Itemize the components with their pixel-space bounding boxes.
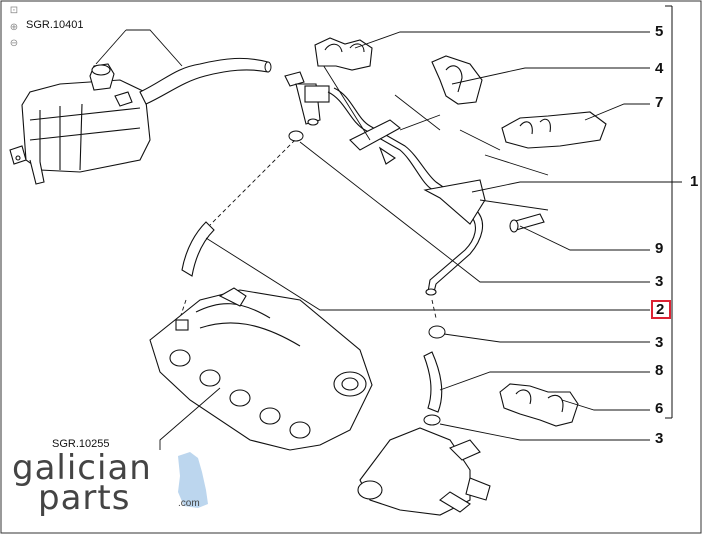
union-fitting bbox=[284, 71, 330, 126]
zoom-out-icon[interactable]: ⊖ bbox=[9, 38, 19, 49]
intake-manifold bbox=[149, 287, 373, 451]
fit-page-icon[interactable]: ⊡ bbox=[9, 5, 19, 16]
zoom-in-icon[interactable]: ⊕ bbox=[9, 22, 19, 33]
galicianparts-logo: galician parts .com bbox=[12, 448, 222, 522]
assembly-axis-left bbox=[209, 139, 296, 226]
callout-8[interactable]: 8 bbox=[655, 362, 664, 379]
group-bracket-ends bbox=[665, 5, 672, 419]
clip-part-3-upper bbox=[288, 130, 304, 142]
clamp-part-6 bbox=[499, 383, 579, 427]
callout-3-middle[interactable]: 3 bbox=[655, 334, 664, 351]
callout-5[interactable]: 5 bbox=[655, 23, 664, 40]
pipe-assembly bbox=[319, 50, 549, 296]
callout-4[interactable]: 4 bbox=[655, 60, 664, 77]
assembly-axis-right bbox=[431, 299, 437, 319]
reference-label-top[interactable]: SGR.10401 bbox=[26, 19, 84, 31]
hose-upper-left bbox=[181, 221, 215, 277]
callout-3-lower[interactable]: 3 bbox=[655, 430, 664, 447]
callout-9[interactable]: 9 bbox=[655, 240, 664, 257]
clamp-part-4 bbox=[431, 55, 483, 105]
expansion-tank bbox=[9, 63, 151, 185]
callout-6[interactable]: 6 bbox=[655, 400, 664, 417]
logo-domain: .com bbox=[178, 498, 200, 509]
callout-3-upper[interactable]: 3 bbox=[655, 273, 664, 290]
clip-part-3-lower bbox=[423, 414, 441, 426]
logo-map-icon bbox=[178, 452, 208, 508]
reference-label-bottom[interactable]: SGR.10255 bbox=[52, 438, 110, 450]
hose-part-8 bbox=[423, 351, 443, 413]
clamp-part-5 bbox=[314, 37, 373, 71]
thermostat-housing bbox=[357, 427, 491, 516]
logo-word-galician: galician bbox=[12, 448, 152, 488]
callout-2[interactable]: 2 bbox=[656, 301, 665, 318]
callout-1[interactable]: 1 bbox=[690, 173, 699, 190]
highlighted-callout-frame bbox=[651, 300, 671, 319]
callout-7[interactable]: 7 bbox=[655, 94, 664, 111]
clip-part-3-middle bbox=[428, 325, 446, 339]
logo-word-parts: parts bbox=[38, 478, 131, 518]
leader-lines bbox=[95, 29, 682, 450]
clamp-part-7 bbox=[501, 111, 607, 149]
